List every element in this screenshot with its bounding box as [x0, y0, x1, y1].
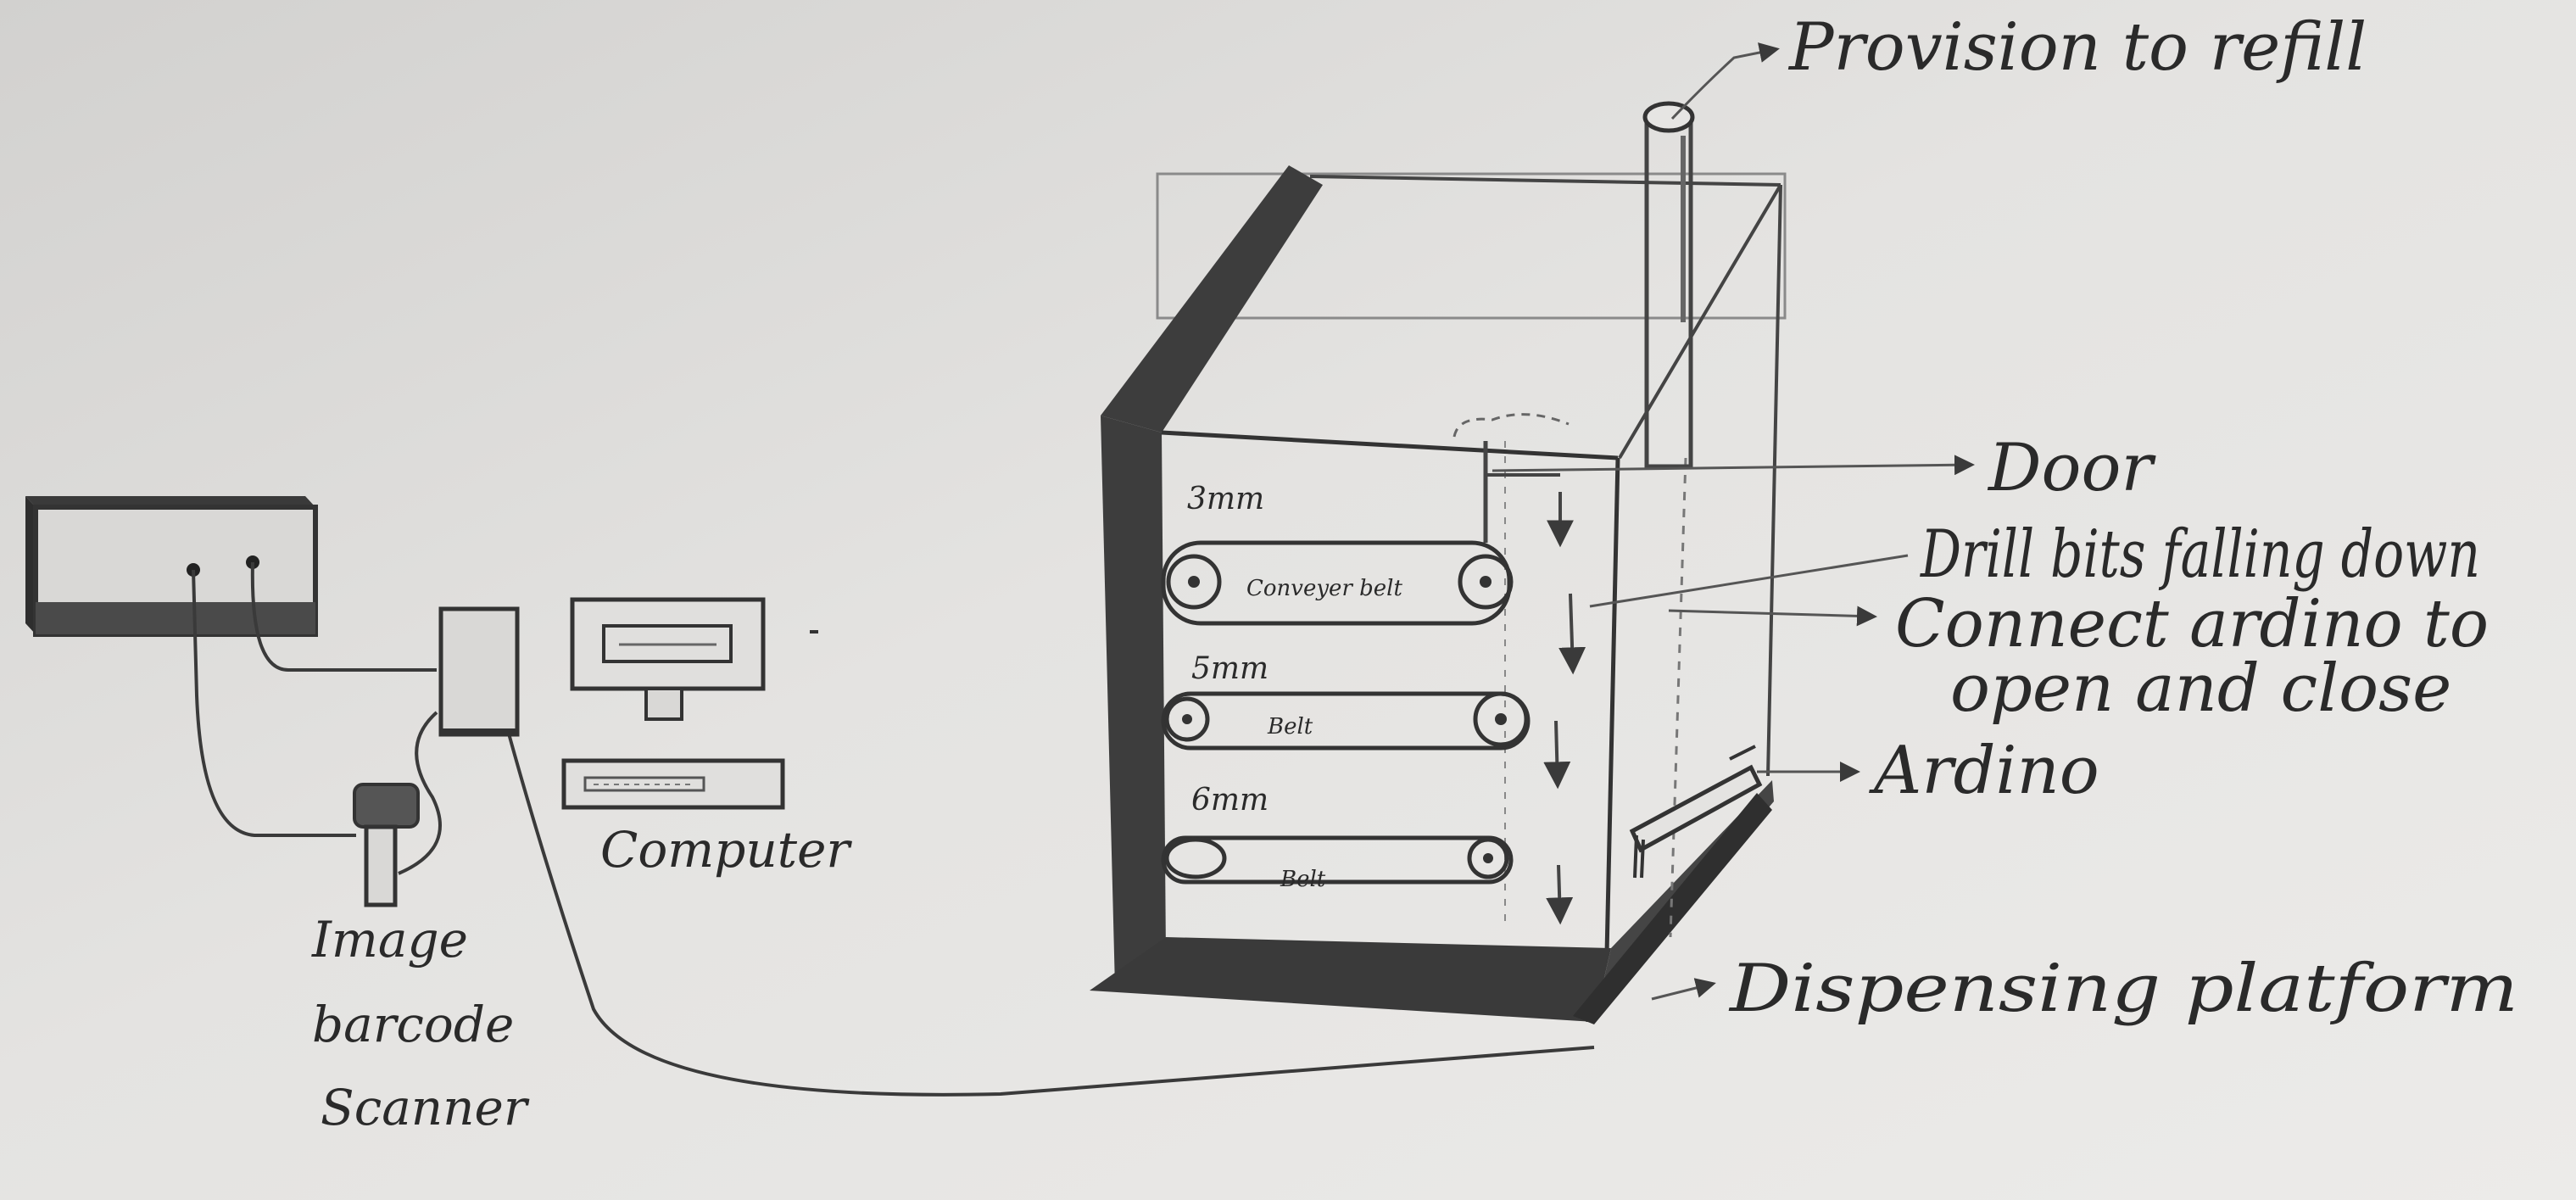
junction-box	[438, 606, 520, 737]
connect-label-line1: Connect ardino to	[1895, 586, 2489, 662]
cables	[192, 561, 1595, 1097]
shelf-6mm: 6mm Belt	[1161, 783, 1514, 892]
arduino-board	[1629, 745, 1763, 879]
shelf-5mm: 5mm Belt	[1161, 651, 1531, 751]
refill-label: Provision to refill	[1787, 9, 2367, 86]
keyboard-icon	[561, 758, 785, 810]
belt-label: Belt	[1280, 867, 1326, 892]
scanner-label-line1: Image	[311, 911, 468, 968]
shelf-3mm: 3mm Conveyer belt	[1161, 482, 1514, 626]
scanner-label-line2: barcode	[312, 996, 514, 1053]
ardino-label: Ardino	[1869, 733, 2099, 809]
dispensing-label: Dispensing platform	[1728, 951, 2518, 1027]
leader-lines	[1492, 42, 1975, 1001]
door	[1483, 441, 1560, 543]
barcode-scanner-icon	[353, 783, 420, 907]
door-label: Door	[1987, 430, 2156, 506]
belt-label: Belt	[1267, 714, 1313, 740]
network-device	[25, 496, 318, 637]
shelf-size-label: 5mm	[1191, 651, 1268, 686]
dispenser-box	[1090, 165, 1787, 1024]
connect-label-line2: open and close	[1950, 650, 2451, 727]
conveyor-belt-label: Conveyer belt	[1246, 576, 1402, 601]
scanner-label-line3: Scanner	[321, 1079, 530, 1136]
falling-arrows	[1543, 492, 1586, 925]
computer-monitor-icon	[570, 597, 818, 721]
drill-bits-label: Drill bits falling down	[1919, 516, 2480, 593]
computer-label: Computer	[600, 821, 852, 879]
shelf-size-label: 6mm	[1191, 783, 1268, 818]
shelf-size-label: 3mm	[1187, 482, 1264, 516]
